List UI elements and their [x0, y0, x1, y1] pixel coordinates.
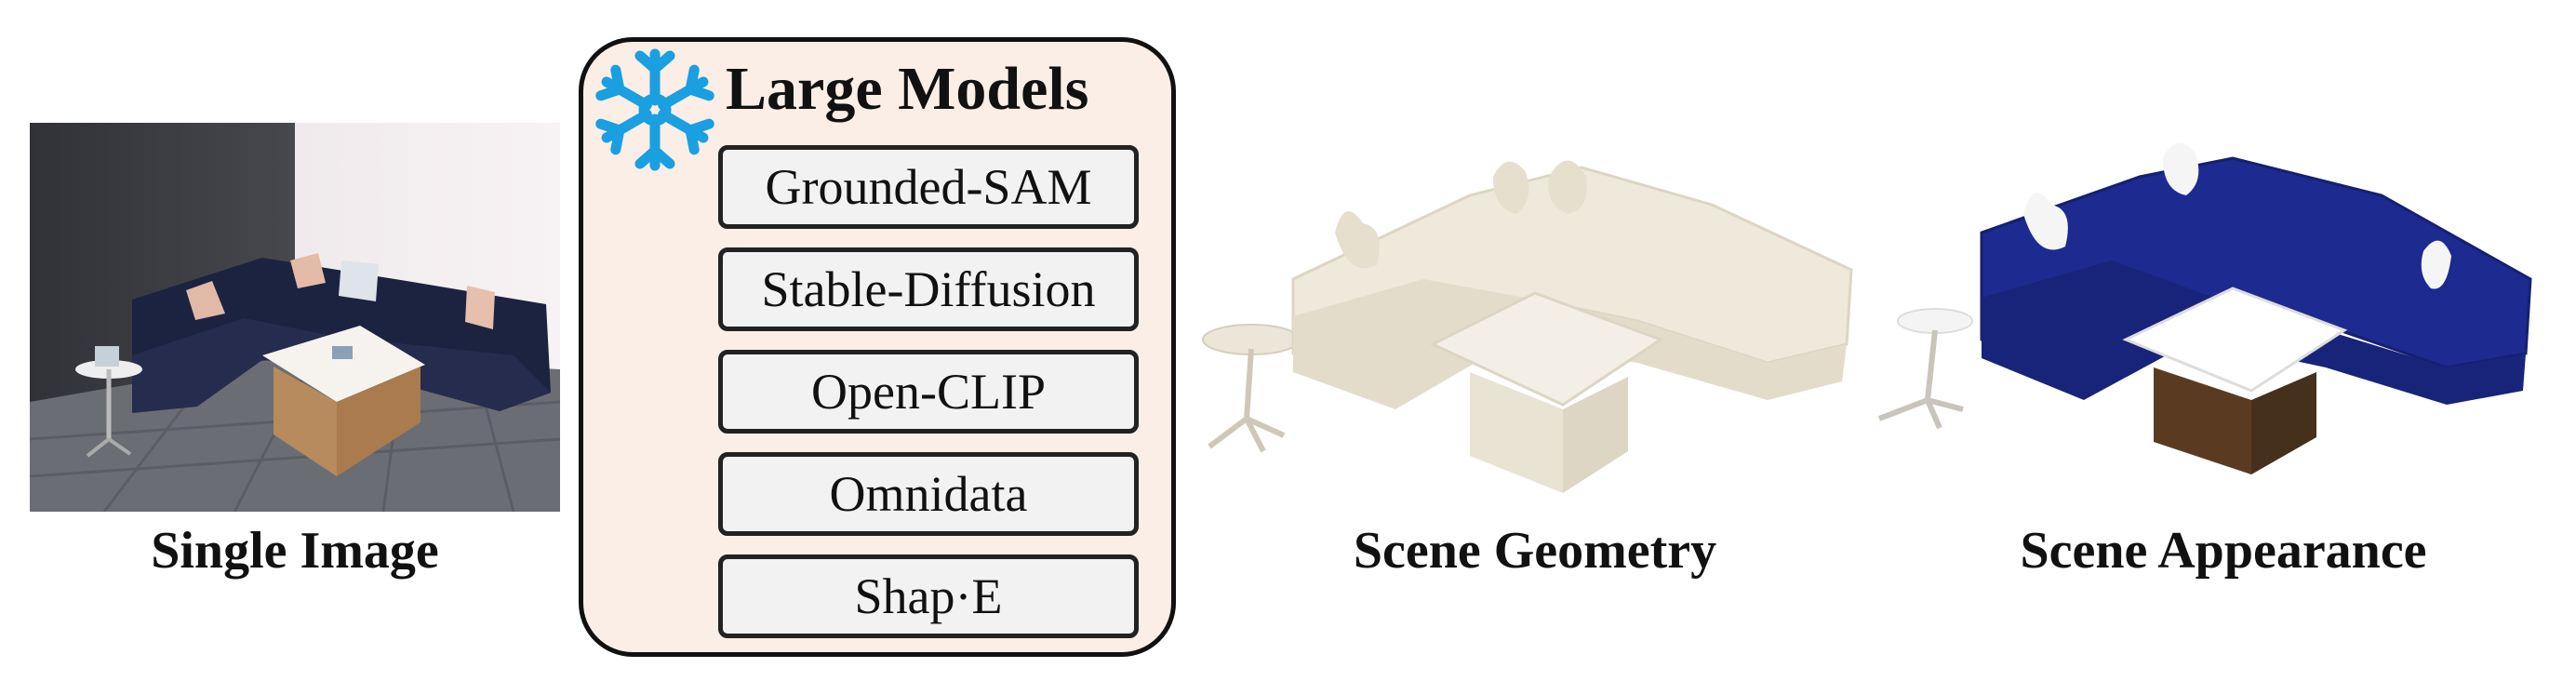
geometry-caption: Scene Geometry: [1353, 522, 1717, 580]
appearance-caption: Scene Appearance: [2020, 522, 2427, 580]
model-grounded-sam: Grounded-SAM: [718, 145, 1139, 229]
input-caption: Single Image: [151, 522, 439, 580]
model-stable-diffusion: Stable-Diffusion: [718, 247, 1139, 331]
input-photo: [30, 123, 560, 512]
room-photo-illustration: [30, 123, 560, 512]
large-models-panel: [579, 37, 1176, 657]
model-shap-e: Shap·E: [718, 554, 1139, 638]
large-models-title: Large Models: [726, 55, 1089, 123]
snowflake-icon: [594, 48, 716, 171]
model-omnidata: Omnidata: [718, 452, 1139, 536]
scene-geometry-render: [1191, 140, 1861, 512]
model-open-clip: Open-CLIP: [718, 350, 1139, 434]
scene-appearance-render: [1861, 140, 2568, 512]
